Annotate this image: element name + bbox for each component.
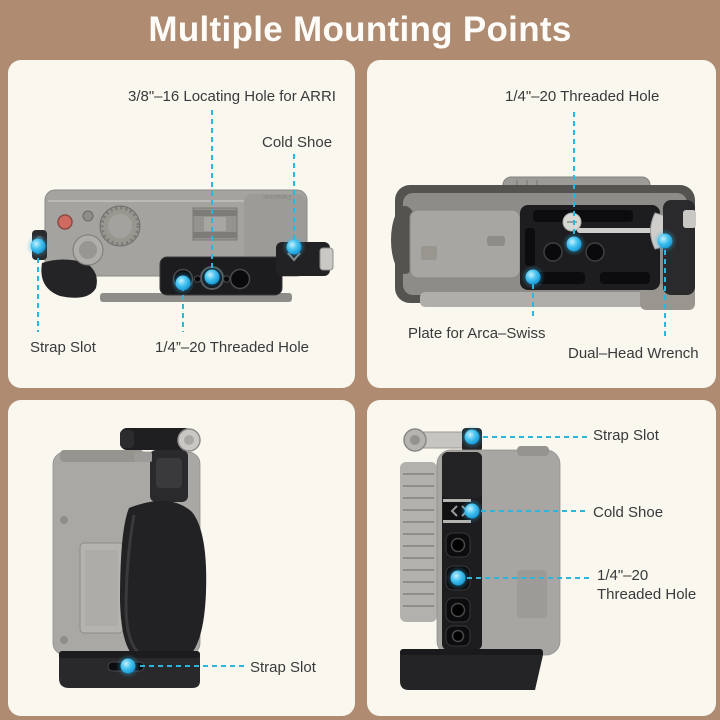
camera-top-view-illustration: Panasonic	[26, 110, 334, 332]
camera-grip-side-illustration	[52, 428, 244, 688]
label-strap-slot: Strap Slot	[593, 427, 659, 444]
panel-bottom-view: 1/4"–20 Threaded Hole Plate for Arca–Swi…	[367, 60, 716, 388]
side-grip	[120, 500, 207, 664]
brand-logo: Panasonic	[263, 193, 291, 199]
title-banner: Multiple Mounting Points	[0, 0, 720, 60]
mounting-point-marker	[460, 499, 484, 523]
mounting-point-marker	[653, 229, 677, 253]
label-threaded-hole: 1/4”–20 Threaded Hole	[155, 339, 309, 356]
label-strap-slot: Strap Slot	[250, 659, 316, 676]
panel-grip-side-view: Strap Slot	[8, 400, 355, 716]
label-locating-hole-arri: 3/8"–16 Locating Hole for ARRI	[128, 88, 336, 105]
strap-bar	[120, 428, 201, 502]
mounting-point-marker	[562, 232, 586, 256]
label-dual-head-wrench: Dual–Head Wrench	[568, 345, 699, 362]
cage-side-rail	[442, 452, 482, 650]
label-threaded-hole: 1/4"–20 Threaded Hole	[597, 566, 696, 604]
label-strap-slot: Strap Slot	[30, 339, 96, 356]
camera-rail-side-illustration	[400, 425, 589, 690]
control-dial	[72, 234, 104, 266]
hot-shoe	[192, 207, 238, 241]
label-cold-shoe: Cold Shoe	[262, 134, 333, 151]
page-title: Multiple Mounting Points	[148, 10, 572, 49]
base-plate	[400, 649, 543, 690]
lens-ring	[400, 462, 437, 622]
mounting-point-marker	[200, 265, 224, 289]
label-cold-shoe: Cold Shoe	[593, 504, 664, 521]
label-arca-plate: Plate for Arca–Swiss	[408, 325, 546, 342]
mounting-point-marker	[26, 234, 50, 258]
panel-rail-side-view: Strap Slot Cold Shoe 1/4"–20 Threaded Ho…	[367, 400, 716, 716]
mounting-point-marker	[171, 271, 195, 295]
label-threaded-hole: 1/4"–20 Threaded Hole	[505, 88, 660, 105]
panel-top-view: Panasonic	[8, 60, 355, 388]
mounting-point-marker	[282, 235, 306, 259]
camera-bottom-view-illustration	[391, 112, 696, 340]
label-threaded-hole-line1: 1/4"–20	[597, 567, 649, 584]
cage-baseplate	[520, 205, 660, 290]
mounting-point-marker	[446, 566, 470, 590]
mounting-point-marker	[521, 265, 545, 289]
mounting-point-marker	[460, 425, 484, 449]
label-threaded-hole-line2: Threaded Hole	[597, 586, 697, 603]
mode-dial	[99, 205, 141, 247]
mounting-point-marker	[116, 654, 140, 678]
record-button	[57, 214, 73, 230]
